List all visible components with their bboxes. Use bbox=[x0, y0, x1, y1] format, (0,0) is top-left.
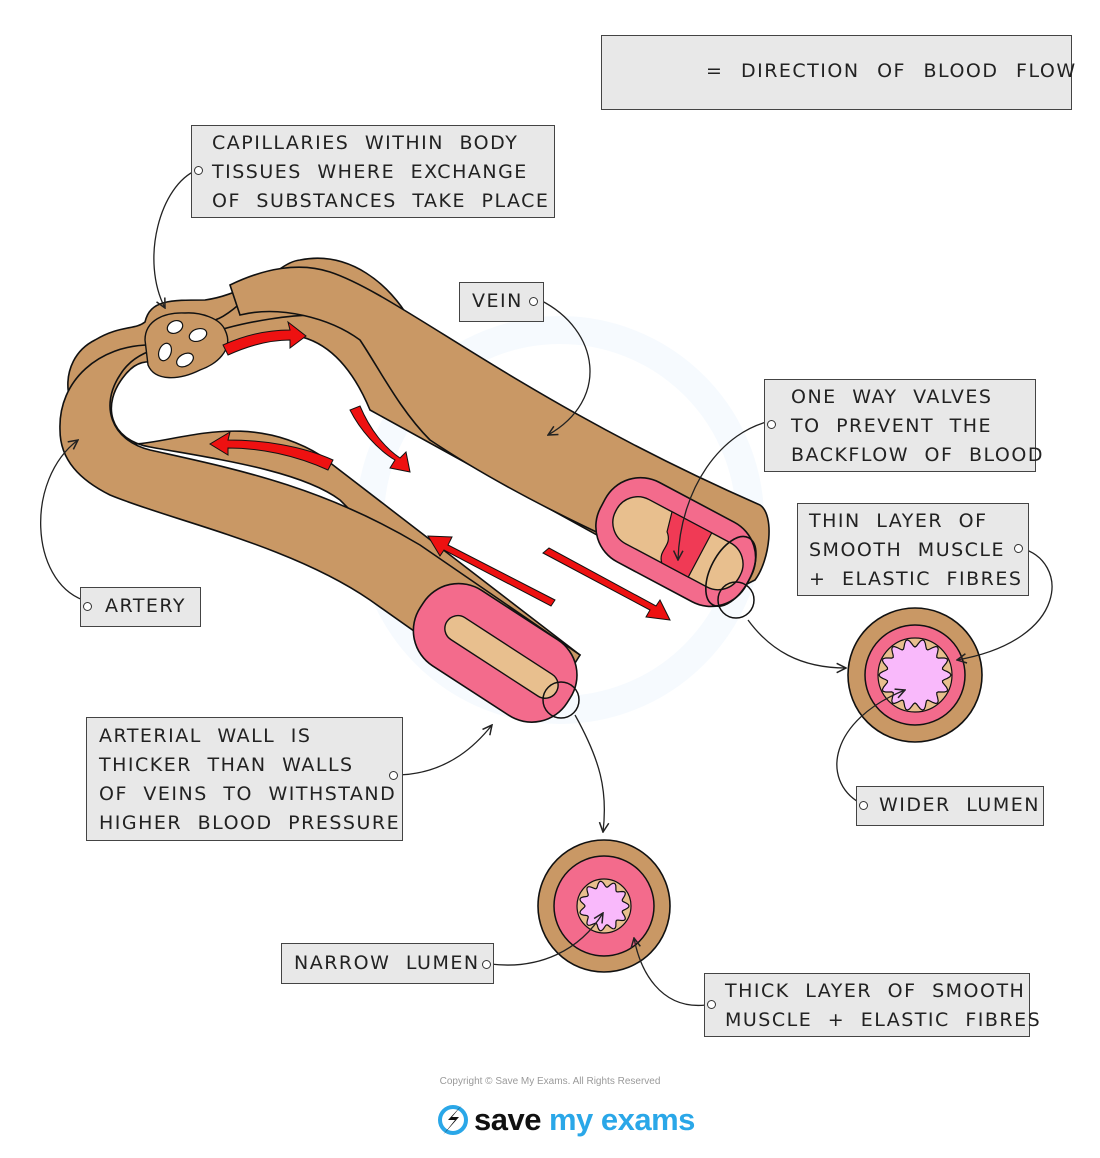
label-vein: VEIN bbox=[459, 282, 544, 322]
label-anchor-dot bbox=[859, 801, 868, 810]
pointer-valves bbox=[678, 419, 776, 560]
label-line: TO PREVENT THE bbox=[791, 415, 993, 437]
save-my-exams-logo: save my exams bbox=[436, 1100, 695, 1140]
label-line: ARTERIAL WALL IS bbox=[99, 725, 312, 747]
label-line: BACKFLOW OF BLOOD bbox=[791, 444, 1044, 466]
legend-text: = DIRECTION OF BLOOD FLOW bbox=[706, 60, 1077, 82]
label-wider-lumen: WIDER LUMEN bbox=[856, 786, 1044, 826]
flow-arrow-vein-straight bbox=[542, 547, 671, 621]
pointer-vein-end bbox=[747, 619, 846, 668]
label-narrow-lumen: NARROW LUMEN bbox=[281, 943, 494, 984]
flow-arrow-capillary-top bbox=[222, 320, 307, 356]
label-anchor-dot bbox=[767, 420, 776, 429]
flow-arrow-vein-curve bbox=[349, 405, 411, 473]
label-line: OF SUBSTANCES TAKE PLACE bbox=[212, 190, 550, 212]
vein-cross-section bbox=[847, 607, 983, 743]
pointer-lines bbox=[40, 169, 1053, 1006]
label-capillaries: CAPILLARIES WITHIN BODY TISSUES WHERE EX… bbox=[191, 125, 555, 218]
label-thick-layer: THICK LAYER OF SMOOTH MUSCLE + ELASTIC F… bbox=[704, 973, 1042, 1037]
pointer-capillaries bbox=[153, 169, 198, 308]
label-line: THIN LAYER OF bbox=[809, 510, 988, 532]
label-line: ARTERY bbox=[105, 595, 187, 617]
logo-word-save: save bbox=[474, 1102, 541, 1137]
label-line: CAPILLARIES WITHIN BODY bbox=[212, 132, 519, 154]
pointer-narrow-lumen bbox=[489, 913, 603, 966]
label-line: THICK LAYER OF SMOOTH bbox=[725, 980, 1026, 1002]
label-line: WIDER LUMEN bbox=[879, 794, 1040, 816]
pointer-arterial-wall bbox=[394, 725, 492, 776]
pointer-wider-lumen bbox=[836, 690, 905, 804]
lightning-bolt-icon bbox=[438, 1105, 468, 1135]
copyright-text: Copyright © Save My Exams. All Rights Re… bbox=[439, 1076, 661, 1087]
capillary-holes bbox=[157, 319, 208, 368]
label-line: VEIN bbox=[472, 290, 523, 312]
label-thin-layer: THIN LAYER OF SMOOTH MUSCLE + ELASTIC FI… bbox=[797, 503, 1029, 596]
label-anchor-dot bbox=[707, 1000, 716, 1009]
pointer-thin-layer bbox=[957, 547, 1053, 660]
label-line: ONE WAY VALVES bbox=[791, 386, 993, 408]
label-anchor-dot bbox=[1014, 544, 1023, 553]
label-artery: ARTERY bbox=[80, 587, 201, 627]
label-line: THICKER THAN WALLS bbox=[99, 754, 354, 776]
artery-cross-section-end bbox=[412, 582, 578, 723]
label-anchor-dot bbox=[529, 297, 538, 306]
legend-box: = DIRECTION OF BLOOD FLOW bbox=[601, 35, 1075, 110]
pointer-vein bbox=[539, 299, 591, 435]
label-line: SMOOTH MUSCLE bbox=[809, 539, 1006, 561]
artery-cross-section bbox=[537, 839, 671, 973]
flow-arrow-artery-straight bbox=[427, 535, 556, 607]
capillary-bed bbox=[144, 312, 229, 379]
label-valves: ONE WAY VALVES TO PREVENT THE BACKFLOW O… bbox=[764, 379, 1044, 472]
label-line: OF VEINS TO WITHSTAND bbox=[99, 783, 397, 805]
pointer-artery bbox=[40, 440, 84, 601]
pointer-artery-end bbox=[574, 714, 604, 832]
label-anchor-dot bbox=[194, 166, 203, 175]
flow-arrows bbox=[209, 320, 671, 621]
label-anchor-dot bbox=[389, 771, 398, 780]
label-line: NARROW LUMEN bbox=[294, 952, 480, 974]
label-line: MUSCLE + ELASTIC FIBRES bbox=[725, 1009, 1042, 1031]
logo-word-my-exams: my exams bbox=[548, 1102, 695, 1137]
label-anchor-dot bbox=[482, 960, 491, 969]
label-line: HIGHER BLOOD PRESSURE bbox=[99, 812, 401, 834]
label-line: TISSUES WHERE EXCHANGE bbox=[212, 161, 528, 183]
label-anchor-dot bbox=[83, 602, 92, 611]
label-arterial-wall: ARTERIAL WALL IS THICKER THAN WALLS OF V… bbox=[86, 717, 403, 841]
pointer-thick-layer bbox=[634, 938, 707, 1006]
label-line: + ELASTIC FIBRES bbox=[809, 568, 1023, 590]
flow-arrow-artery-curve bbox=[209, 430, 334, 471]
